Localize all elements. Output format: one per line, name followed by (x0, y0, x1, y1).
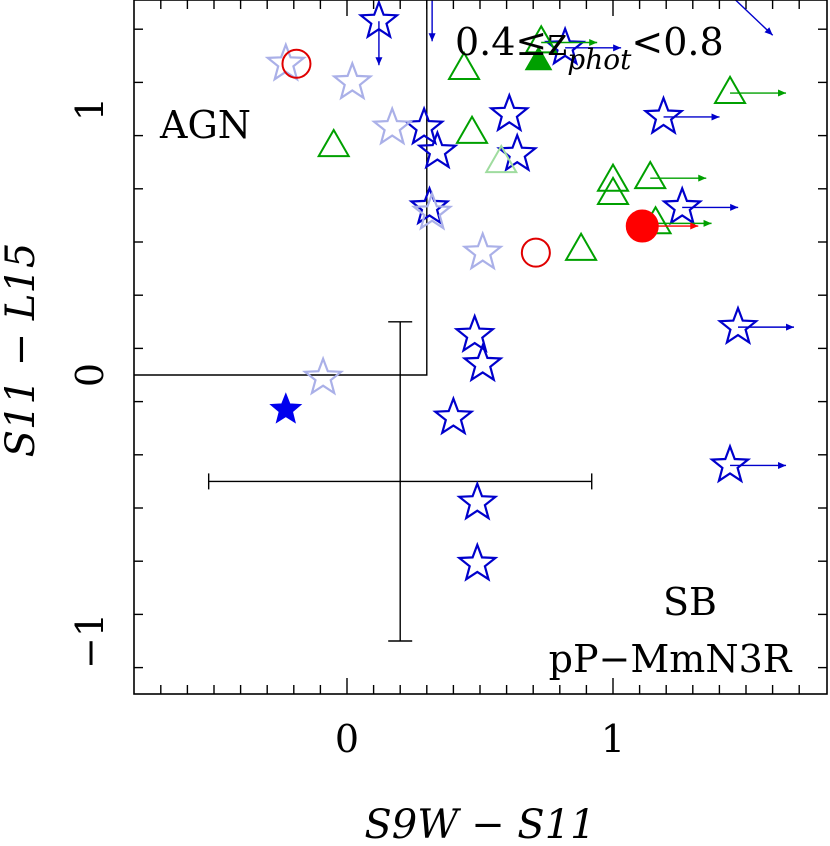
x-tick-label-0: 0 (335, 717, 359, 761)
model-label: pP−MmN3R (549, 637, 793, 681)
triangle-marker (484, 144, 519, 174)
star-marker (661, 185, 704, 226)
star-marker (371, 105, 414, 146)
limit-arrow-head (690, 222, 699, 230)
plot-frame (133, 0, 828, 695)
limit-arrow-head (698, 174, 707, 182)
limit-arrow-head (730, 203, 739, 211)
star-marker (403, 105, 446, 146)
star-marker-filled (269, 392, 303, 424)
triangle-marker (316, 128, 351, 158)
limit-arrow-head (375, 57, 383, 66)
data-points (264, 0, 795, 582)
triangle-marker (596, 175, 630, 206)
limit-arrow-head (589, 39, 598, 46)
star-marker (416, 129, 459, 170)
star-marker (456, 480, 499, 521)
star-marker (496, 132, 539, 173)
limit-arrow-head (778, 89, 787, 97)
star-marker (453, 312, 496, 354)
star-marker (357, 0, 400, 40)
star-marker (411, 190, 454, 231)
agn-label: AGN (159, 103, 251, 147)
y-tick-label-1: 1 (68, 97, 112, 121)
star-marker (488, 92, 531, 133)
y-tick-label-neg1: −1 (68, 613, 112, 669)
circle-marker (281, 48, 312, 79)
triangle-marker (564, 231, 598, 261)
error-bar (207, 321, 593, 642)
circle-marker-filled (625, 209, 659, 243)
sb-label: SB (663, 580, 717, 624)
limit-arrow-head (764, 27, 773, 36)
y-tick-label-0: 0 (68, 363, 112, 387)
limit-arrow (734, 0, 774, 36)
star-marker (709, 443, 752, 484)
star-marker (456, 541, 499, 582)
triangle-marker (633, 159, 667, 190)
star-marker (302, 355, 345, 396)
limit-arrow-head (613, 44, 622, 52)
limit-arrow-head (703, 219, 712, 227)
star-marker (331, 60, 374, 101)
agn-region-boundary (134, 0, 428, 376)
limit-arrow-head (711, 113, 720, 121)
star-marker (432, 395, 475, 436)
star-marker (408, 185, 451, 226)
redshift-title: 0.4≤zphot<0.8 (455, 20, 724, 76)
limit-arrow-head (786, 323, 795, 331)
triangle-marker (447, 50, 481, 81)
axis-ticks (134, 0, 827, 694)
star-marker (461, 342, 504, 383)
triangle-marker (455, 114, 489, 144)
star-marker (544, 25, 587, 66)
x-tick-label-1: 1 (601, 717, 625, 761)
limit-arrow-head (428, 33, 436, 42)
circle-marker (520, 237, 551, 268)
x-axis-title: S9W − S11 (364, 802, 595, 846)
limit-arrow-head (778, 461, 787, 469)
triangle-marker-filled (524, 46, 553, 71)
y-axis-title: S11 − L15 (0, 243, 44, 458)
agn-boundary-line (134, 0, 428, 376)
star-marker (716, 304, 760, 346)
triangle-marker (596, 162, 630, 192)
star-marker (642, 94, 685, 135)
triangle-marker (713, 74, 747, 104)
star-marker (461, 230, 504, 271)
